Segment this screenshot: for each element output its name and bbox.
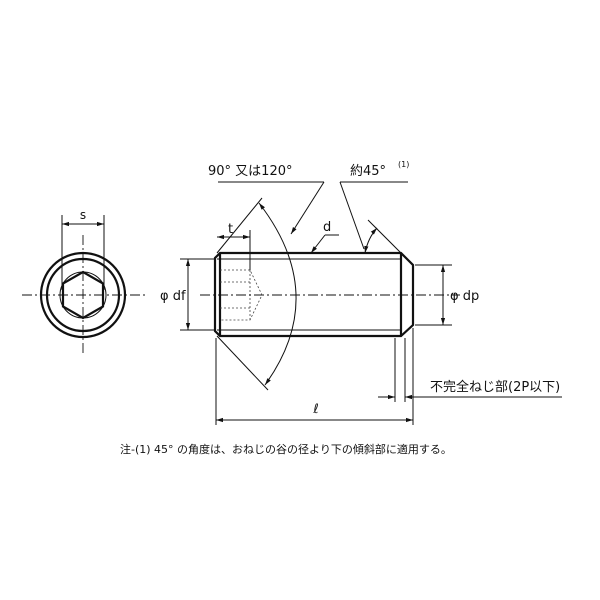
t-label: t: [228, 222, 233, 237]
chamfer-angle-line: [367, 219, 402, 254]
end-view: s: [22, 208, 146, 355]
chamfer-leader: [339, 181, 365, 250]
outer-circle: [39, 251, 127, 339]
chamfer-note-ref: (1): [398, 160, 409, 169]
point-angle-leader: [290, 181, 325, 235]
point-angle-line-top: [216, 197, 263, 254]
point-angle-arc: [258, 202, 297, 386]
d-label: d: [323, 220, 331, 235]
inner-circle: [45, 257, 121, 333]
d-leader: [310, 234, 326, 254]
s-label: s: [80, 208, 86, 222]
side-view: t 90° 又は120° d 約45° (1) φ df φ dp ℓ: [160, 160, 562, 425]
length-label: ℓ: [312, 402, 318, 417]
footnote: 注-(1) 45° の角度は、おねじの谷の径より下の傾斜部に適用する。: [120, 442, 452, 456]
point-angle-line-bottom: [216, 335, 269, 391]
chamfer-angle-label: 約45°: [350, 164, 386, 179]
phi-df-label: φ df: [160, 289, 186, 304]
point-angle-label: 90° 又は120°: [208, 164, 293, 179]
screw-body: [213, 251, 415, 338]
hex-socket: [61, 270, 105, 320]
incomplete-thread-label: 不完全ねじ部(2P以下): [430, 379, 560, 395]
phi-dp-label: φ dp: [450, 289, 479, 304]
chamfer-angle-arc: [364, 227, 378, 254]
